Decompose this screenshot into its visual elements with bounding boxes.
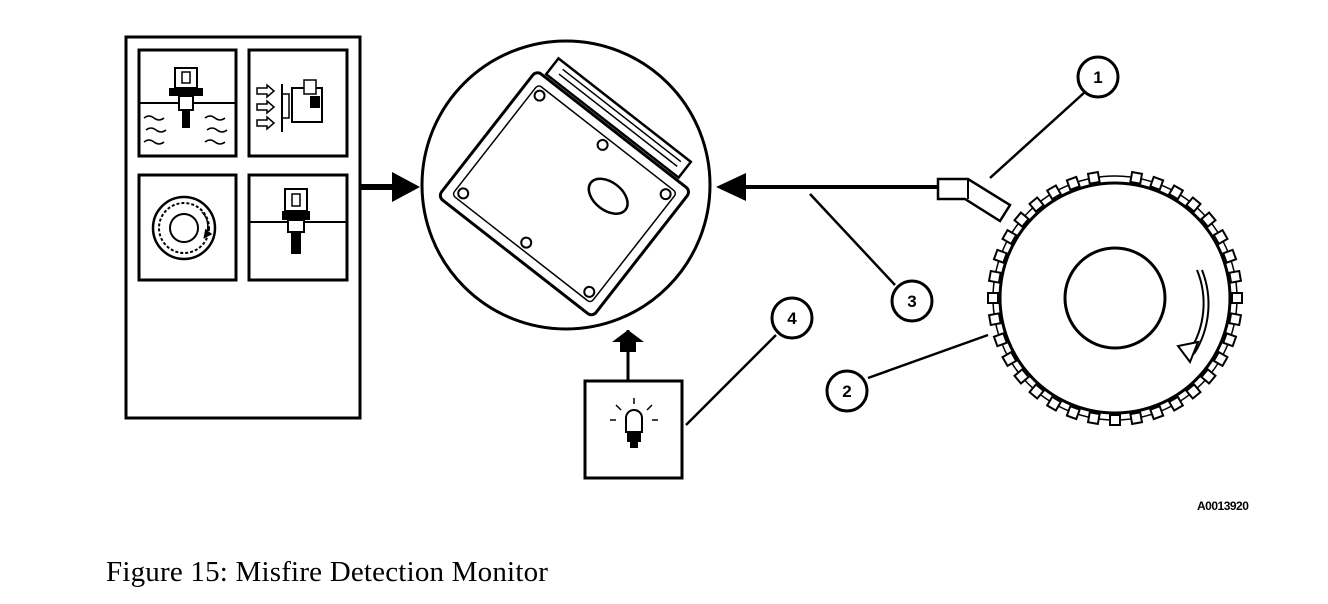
tone-wheel-tooth bbox=[1001, 350, 1018, 368]
tone-wheel-tooth bbox=[1184, 383, 1202, 400]
figure-id: A0013920 bbox=[1197, 499, 1249, 513]
tone-wheel-tooth bbox=[1065, 404, 1081, 421]
svg-text:2: 2 bbox=[842, 382, 851, 401]
sensor-in-fluid-icon bbox=[137, 48, 238, 158]
figure-caption: Figure 15: Misfire Detection Monitor bbox=[106, 556, 549, 588]
tone-wheel-tooth bbox=[1221, 248, 1238, 264]
tone-wheel-tooth bbox=[987, 269, 1002, 284]
tone-wheel-tooth bbox=[1109, 414, 1121, 426]
crankshaft-tone-wheel-icon bbox=[987, 170, 1243, 426]
tone-wheel-tooth bbox=[1028, 196, 1046, 213]
leader-lines bbox=[685, 91, 1086, 426]
tone-wheel-tooth bbox=[987, 292, 999, 304]
tone-wheel-tooth bbox=[1228, 269, 1243, 284]
callout-3: 3 bbox=[890, 279, 934, 323]
tone-wheel-tooth bbox=[1013, 211, 1030, 229]
tone-wheel-tooth bbox=[1184, 196, 1202, 213]
tone-wheel-tooth bbox=[1212, 350, 1229, 368]
tone-wheel-tooth bbox=[1167, 184, 1185, 201]
callout-1: 1 bbox=[1076, 55, 1120, 99]
tone-wheel-tooth bbox=[1200, 211, 1217, 229]
camshaft-position-disc-icon bbox=[137, 173, 238, 282]
tone-wheel-tooth bbox=[1129, 170, 1144, 185]
tone-wheel-tooth bbox=[992, 248, 1009, 264]
svg-text:1: 1 bbox=[1093, 68, 1102, 87]
tone-wheel-tooth bbox=[1129, 411, 1144, 426]
tone-wheel-tooth bbox=[1167, 395, 1185, 412]
tone-wheel-tooth bbox=[987, 312, 1002, 327]
powertrain-control-module-icon bbox=[420, 39, 712, 331]
sensor-input-panel bbox=[124, 35, 362, 420]
tone-wheel-tooth bbox=[1045, 395, 1063, 412]
tone-wheel-tooth bbox=[1221, 332, 1238, 348]
callout-2: 2 bbox=[825, 369, 869, 413]
tone-wheel-tooth bbox=[1149, 175, 1165, 192]
svg-text:3: 3 bbox=[907, 292, 916, 311]
tone-wheel-tooth bbox=[1086, 411, 1101, 426]
malfunction-indicator-lamp-icon bbox=[583, 379, 684, 480]
tone-wheel-tooth bbox=[1231, 292, 1243, 304]
plug-sensor-icon bbox=[247, 173, 349, 282]
tone-wheel-tooth bbox=[1228, 312, 1243, 327]
signal-line bbox=[716, 173, 938, 201]
tone-wheel-tooth bbox=[1086, 170, 1101, 185]
controller-to-lamp-connector bbox=[612, 330, 644, 382]
panel-to-controller-arrow bbox=[360, 172, 420, 202]
tone-wheel-tooth bbox=[1028, 383, 1046, 400]
tone-wheel-tooth bbox=[1212, 228, 1229, 246]
crankshaft-position-sensor-icon bbox=[936, 177, 1012, 223]
tone-wheel-tooth bbox=[992, 332, 1009, 348]
callout-4: 4 bbox=[770, 296, 814, 340]
tone-wheel-tooth bbox=[1200, 367, 1217, 385]
svg-text:4: 4 bbox=[787, 309, 797, 328]
tone-wheel-tooth bbox=[1065, 175, 1081, 192]
tone-wheel-tooth bbox=[1149, 404, 1165, 421]
tone-wheel-tooth bbox=[1013, 367, 1030, 385]
tone-wheel-tooth bbox=[1001, 228, 1018, 246]
sensor-with-arrows-icon bbox=[247, 48, 349, 158]
tone-wheel-tooth bbox=[1045, 184, 1063, 201]
